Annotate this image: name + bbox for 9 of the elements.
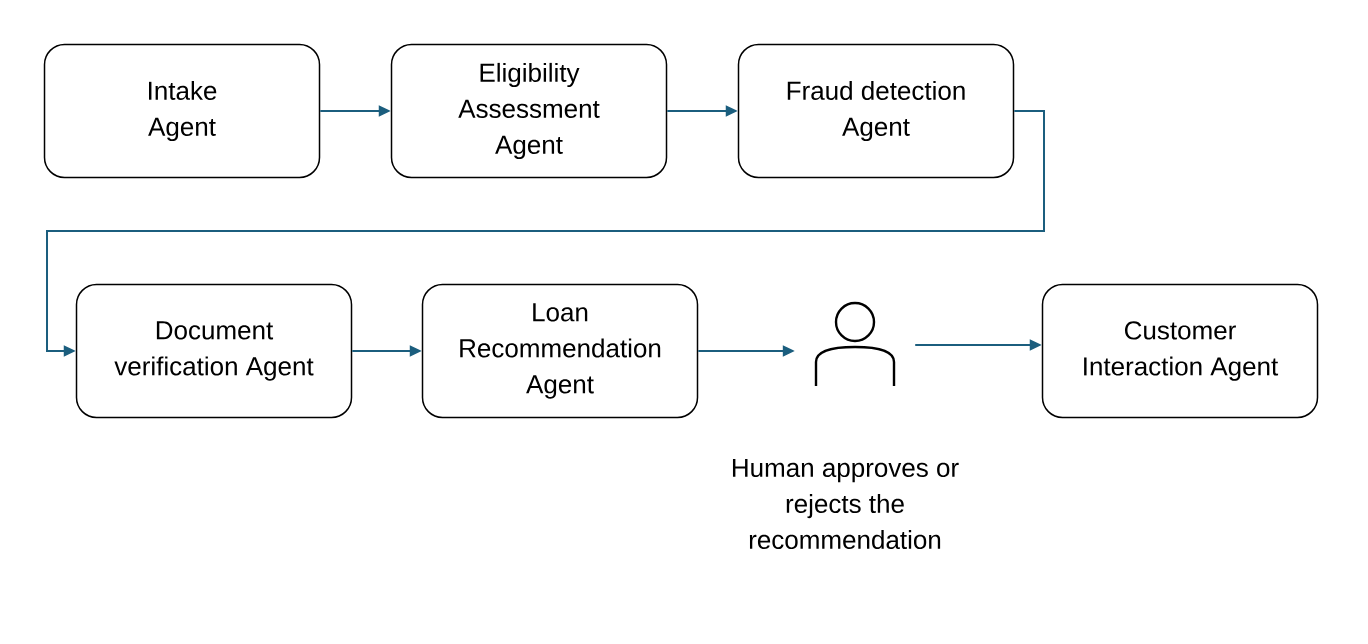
arrow	[46, 110, 1045, 357]
person-icon	[814, 301, 896, 386]
process-box: Document verification Agent	[75, 283, 353, 419]
node-label: Human approves or rejects the recommendation	[732, 458, 959, 550]
process-box: Intake Agent	[43, 43, 321, 179]
process-box: Eligibility Assessment Agent	[390, 43, 668, 179]
process-box: Fraud detection Agent	[737, 43, 1015, 179]
process-box: Loan Recommendation Agent	[421, 283, 699, 419]
process-box: Customer Interaction Agent	[1041, 283, 1319, 419]
